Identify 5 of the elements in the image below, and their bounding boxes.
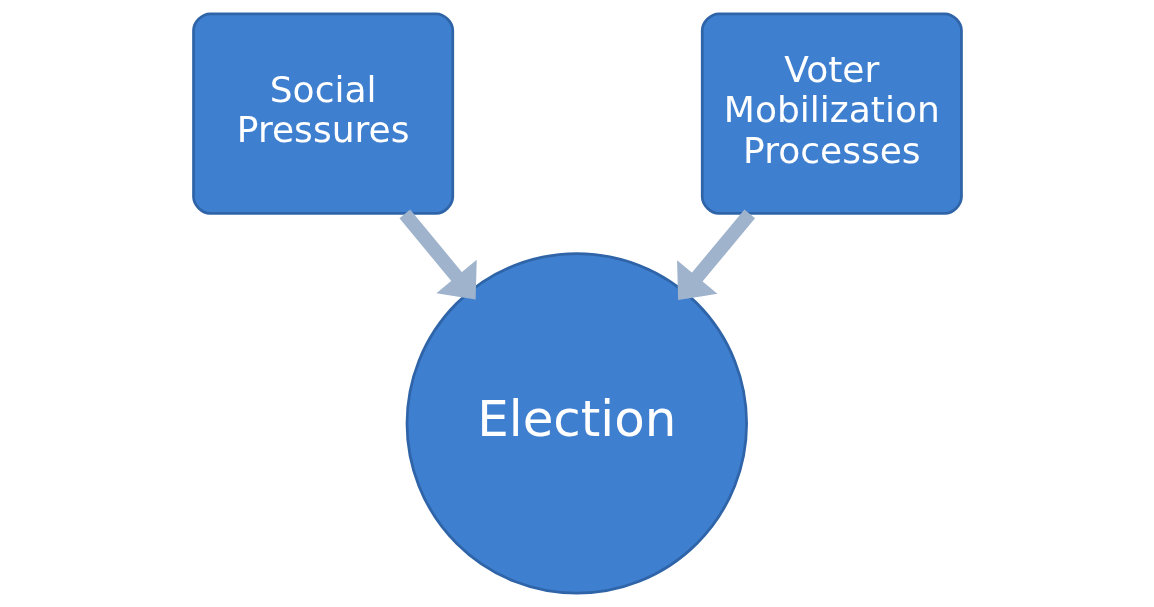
node-circle: Election xyxy=(405,252,748,595)
node-box: Social Pressures xyxy=(191,12,454,215)
node-box: Voter Mobilization Processes xyxy=(700,12,963,215)
arrow xyxy=(398,209,477,300)
arrow xyxy=(676,209,755,301)
